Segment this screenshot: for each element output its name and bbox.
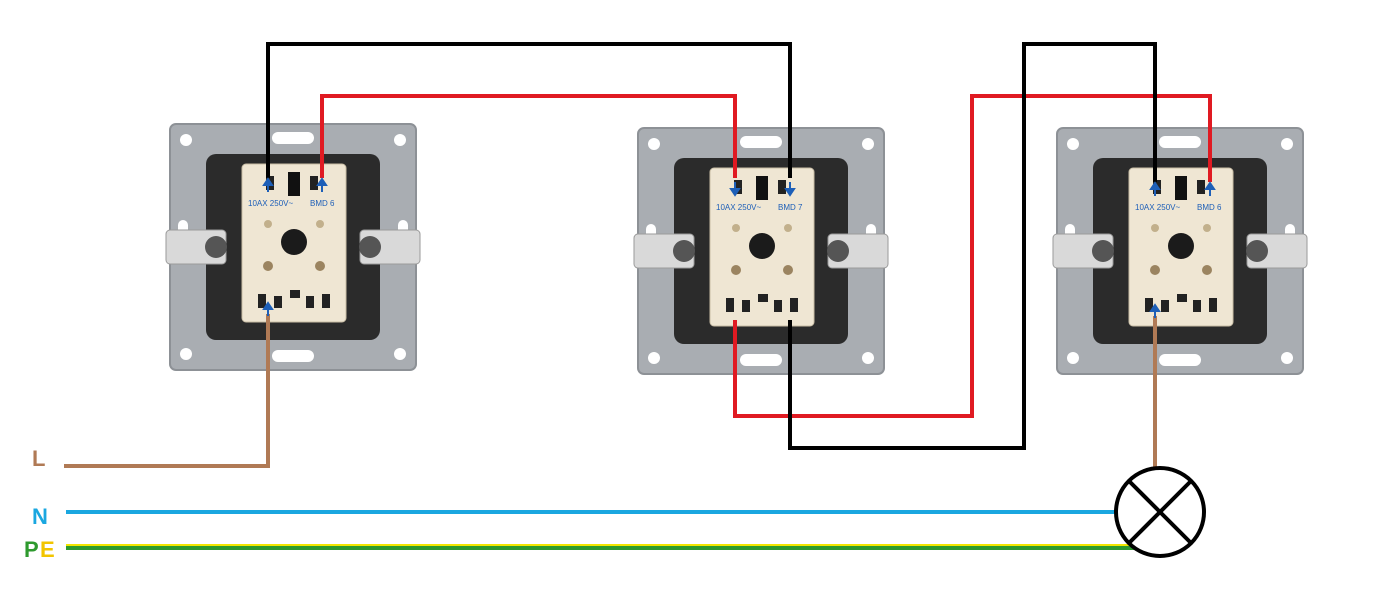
lamp-icon — [1114, 466, 1206, 558]
label-n: N — [32, 504, 48, 529]
arrow-up-icon — [1204, 181, 1216, 196]
wires — [64, 42, 1212, 550]
wire-live — [64, 314, 270, 468]
switch-left-rating: 10AX 250V~ — [248, 199, 293, 208]
wire-black-top — [266, 42, 792, 178]
arrow-down-icon — [784, 182, 796, 197]
switch-middle-model: BMD 7 — [778, 203, 803, 212]
wire-red-right — [733, 94, 1212, 418]
arrow-down-icon — [729, 182, 741, 197]
label-l: L — [32, 446, 45, 471]
arrow-up-icon — [262, 177, 274, 192]
label-pe-p: P — [24, 537, 39, 562]
switch-middle-rating: 10AX 250V~ — [716, 203, 761, 212]
switch-left-model: BMD 6 — [310, 199, 335, 208]
arrow-up-icon — [316, 177, 328, 192]
switch-right: 10AX 250V~ BMD 6 — [1052, 127, 1308, 375]
switch-right-model: BMD 6 — [1197, 203, 1222, 212]
wire-black-right — [788, 42, 1157, 450]
switch-middle: 10AX 250V~ BMD 7 — [633, 127, 889, 375]
switch-left: 10AX 250V~ BMD 6 — [165, 123, 421, 371]
wire-red-top — [320, 94, 737, 178]
arrow-up-icon — [1149, 303, 1161, 318]
label-pe-e: E — [40, 537, 55, 562]
switch-right-rating: 10AX 250V~ — [1135, 203, 1180, 212]
terminal-arrows — [262, 177, 1216, 318]
arrow-up-icon — [262, 301, 274, 316]
arrow-up-icon — [1149, 181, 1161, 196]
